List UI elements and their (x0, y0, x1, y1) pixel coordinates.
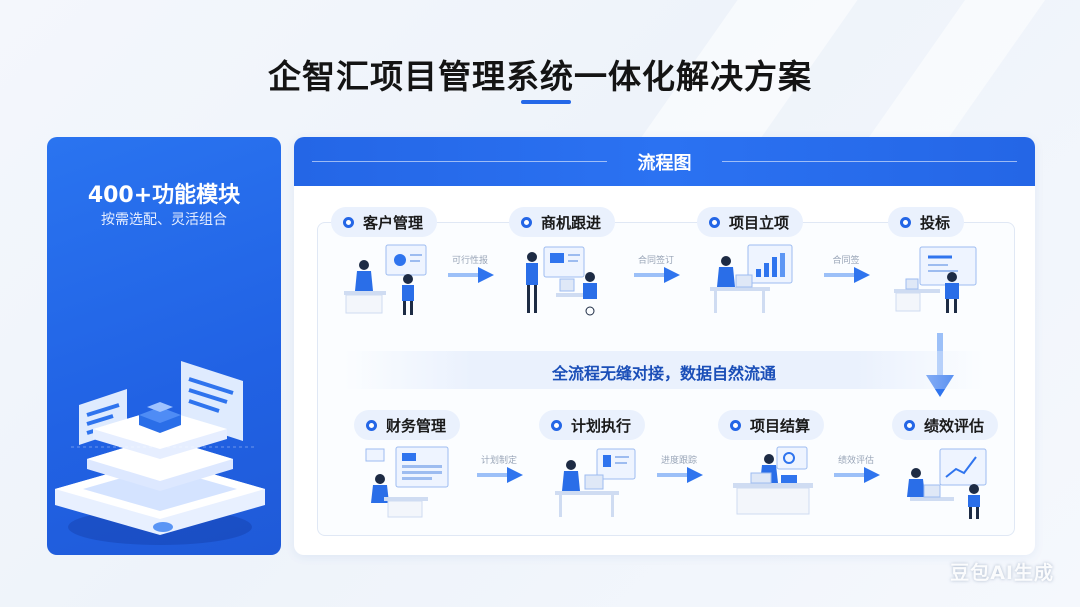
plan-execution-illustration (549, 445, 639, 521)
integration-banner: 全流程无缝对接，数据自然流通 (344, 351, 984, 389)
settlement-illustration (729, 445, 819, 521)
step-dot-icon (730, 420, 741, 431)
modules-title: 400+功能模块 (47, 177, 281, 209)
step-finance-management: 财务管理 (354, 410, 460, 440)
arrow-label: 合同签订 (626, 253, 686, 266)
flow-arrow: 合同签 (816, 253, 876, 293)
step-performance-evaluation: 绩效评估 (892, 410, 998, 440)
right-arrow-icon (477, 467, 523, 483)
right-arrow-icon (634, 267, 680, 283)
performance-illustration (904, 445, 994, 521)
opportunity-meeting-illustration (520, 241, 610, 317)
step-dot-icon (521, 217, 532, 228)
step-label: 客户管理 (363, 212, 423, 233)
step-dot-icon (366, 420, 377, 431)
step-label: 投标 (920, 212, 950, 233)
step-label: 项目立项 (729, 212, 789, 233)
step-dot-icon (551, 420, 562, 431)
step-project-initiation: 项目立项 (697, 207, 803, 237)
right-arrow-icon (834, 467, 880, 483)
step-dot-icon (904, 420, 915, 431)
step-label: 财务管理 (386, 415, 446, 436)
modules-subtitle: 按需选配、灵活组合 (47, 209, 281, 229)
title-underline (521, 100, 571, 104)
modules-panel: 400+功能模块 按需选配、灵活组合 (47, 137, 281, 555)
arrow-label: 合同签 (816, 253, 876, 266)
integration-banner-text: 全流程无缝对接，数据自然流通 (344, 360, 984, 384)
arrow-label: 可行性报 (440, 253, 500, 266)
arrow-label: 绩效评估 (826, 453, 886, 466)
step-label: 商机跟进 (541, 212, 601, 233)
flow-arrow: 合同签订 (626, 253, 686, 293)
right-arrow-icon (448, 267, 494, 283)
step-dot-icon (900, 217, 911, 228)
flowchart-title: 流程图 (294, 149, 1035, 175)
flowchart-header: 流程图 (294, 137, 1035, 186)
flow-arrow: 进度跟踪 (649, 453, 709, 493)
flowchart-panel: 流程图 客户管理 商机跟进 项目立项 投标 (294, 137, 1035, 555)
step-opportunity-followup: 商机跟进 (509, 207, 615, 237)
customer-meeting-illustration (342, 241, 432, 317)
step-bidding: 投标 (888, 207, 964, 237)
modules-stack-illustration (47, 237, 281, 555)
step-dot-icon (709, 217, 720, 228)
project-initiation-illustration (706, 241, 796, 317)
arrow-label: 计划制定 (469, 453, 529, 466)
step-customer-management: 客户管理 (331, 207, 437, 237)
flow-arrow: 计划制定 (469, 453, 529, 493)
step-project-settlement: 项目结算 (718, 410, 824, 440)
step-label: 计划执行 (571, 415, 631, 436)
step-plan-execution: 计划执行 (539, 410, 645, 440)
bidding-illustration (892, 241, 982, 317)
arrow-label: 进度跟踪 (649, 453, 709, 466)
right-arrow-icon (824, 267, 870, 283)
step-label: 项目结算 (750, 415, 810, 436)
right-arrow-icon (657, 467, 703, 483)
step-label: 绩效评估 (924, 415, 984, 436)
flow-arrow: 可行性报 (440, 253, 500, 293)
flow-arrow: 绩效评估 (826, 453, 886, 493)
step-dot-icon (343, 217, 354, 228)
page-title: 企智汇项目管理系统一体化解决方案 (0, 50, 1080, 98)
finance-illustration (364, 445, 454, 521)
ai-watermark: 豆包AI生成 (950, 558, 1054, 585)
